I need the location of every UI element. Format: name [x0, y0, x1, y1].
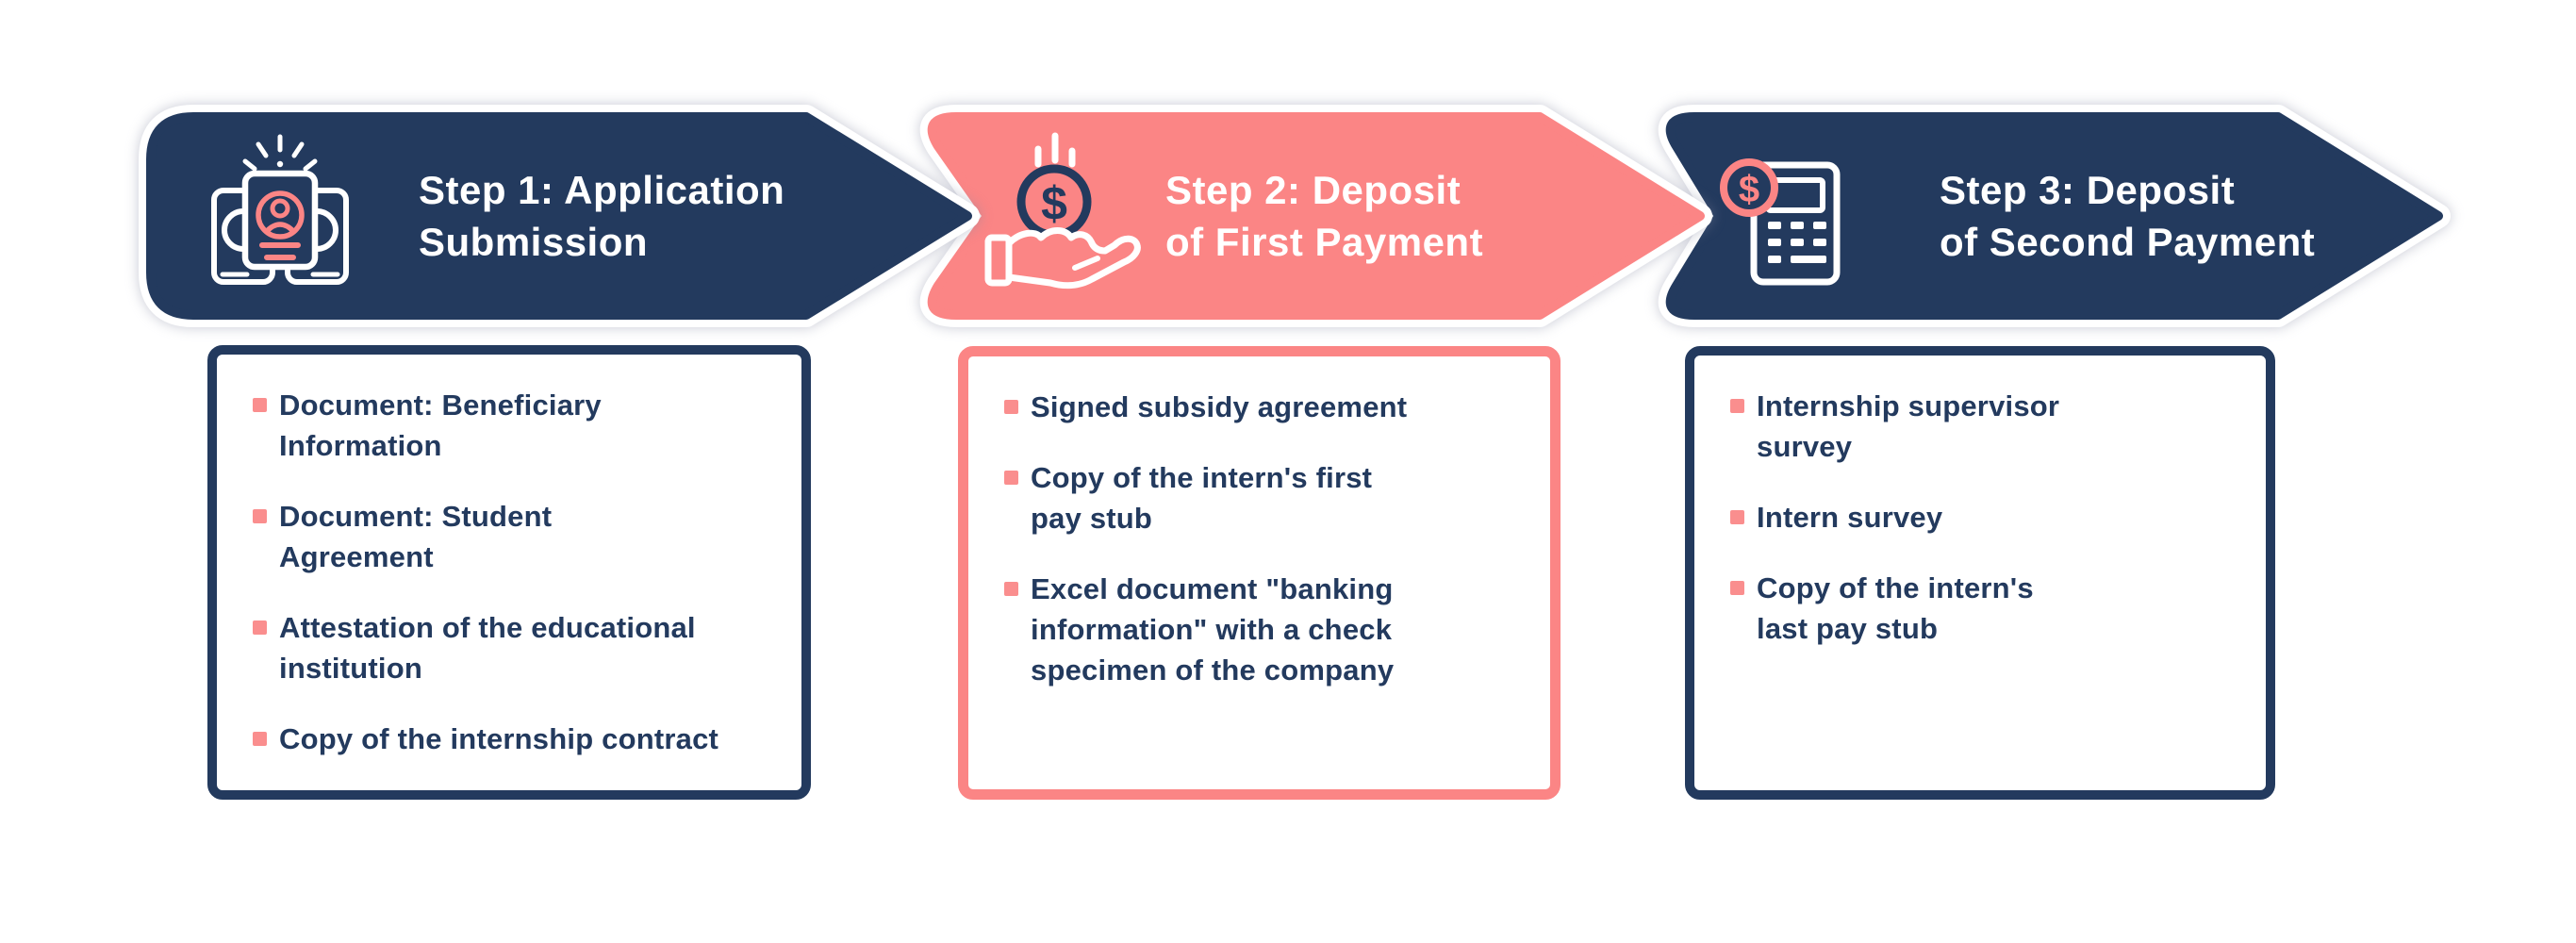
step3-documents-box: Internship supervisor survey Intern surv…: [1685, 346, 2275, 800]
svg-text:$: $: [1739, 169, 1759, 210]
step2-title: Step 2: Deposit of First Payment: [1165, 168, 1484, 264]
list-item: Intern survey: [1730, 497, 2247, 538]
step3-title: Step 3: Deposit of Second Payment: [1940, 168, 2316, 264]
id-card-documents-icon: [211, 134, 349, 285]
step2-documents-box: Signed subsidy agreement Copy of the int…: [958, 346, 1560, 800]
square-bullet-icon: [1730, 581, 1744, 595]
step1-banner-content: Step 1: Application Submission: [209, 117, 784, 315]
square-bullet-icon: [1730, 510, 1744, 524]
list-item: Document: Beneficiary Information: [253, 385, 783, 466]
square-bullet-icon: [1004, 400, 1018, 414]
step1-documents-box: Document: Beneficiary Information Docume…: [207, 345, 811, 800]
list-item: Copy of the internship contract: [253, 719, 783, 759]
step3-arrow-banner: [1658, 105, 2451, 327]
list-item: Copy of the intern's last pay stub: [1730, 568, 2247, 649]
svg-text:$: $: [1041, 177, 1067, 230]
list-item: Copy of the intern's first pay stub: [1004, 457, 1531, 538]
hand-receiving-coin-icon: $: [984, 132, 1141, 290]
step1-document-list: Document: Beneficiary Information Docume…: [217, 355, 801, 759]
list-item: Document: Student Agreement: [253, 496, 783, 577]
list-item: Signed subsidy agreement: [1004, 387, 1531, 427]
step1-arrow-banner: [139, 105, 980, 327]
square-bullet-icon: [1004, 471, 1018, 485]
square-bullet-icon: [253, 509, 267, 523]
list-item: Internship supervisor survey: [1730, 386, 2247, 467]
square-bullet-icon: [253, 398, 267, 412]
step3-banner-content: $ Step 3: Deposit of Second Payment: [1711, 117, 2315, 315]
step3-document-list: Internship supervisor survey Intern surv…: [1694, 356, 2266, 649]
square-bullet-icon: [1730, 399, 1744, 413]
step1-title: Step 1: Application Submission: [419, 168, 785, 264]
calculator-coin-icon: $: [1720, 158, 1841, 286]
square-bullet-icon: [1004, 582, 1018, 596]
list-item: Excel document "banking information" wit…: [1004, 569, 1531, 690]
square-bullet-icon: [253, 620, 267, 635]
square-bullet-icon: [253, 732, 267, 746]
step2-document-list: Signed subsidy agreement Copy of the int…: [968, 356, 1550, 690]
step2-banner-content: $ Step 2: Deposit of First Payment: [981, 117, 1483, 315]
list-item: Attestation of the educational instituti…: [253, 607, 783, 688]
